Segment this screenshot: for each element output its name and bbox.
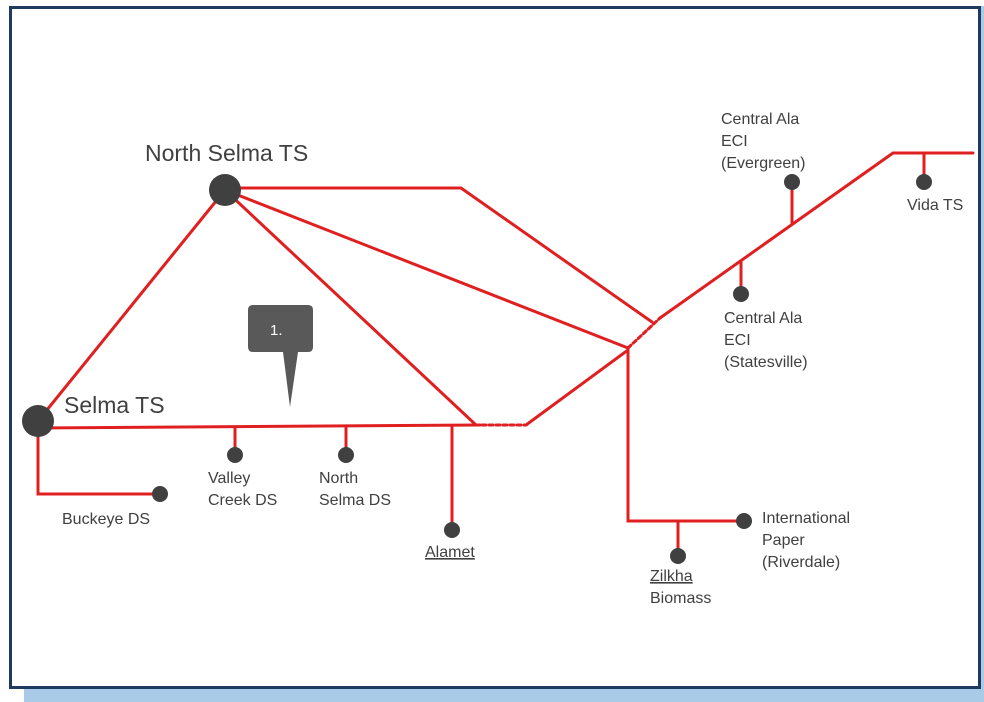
label-evergreen-line1: Central Ala [721, 111, 799, 128]
label-statesville-line1: Central Ala [724, 310, 802, 327]
node-north-selma-ds [338, 447, 354, 463]
callout-bubble[interactable] [248, 305, 313, 407]
frame-shadow-right [981, 6, 984, 702]
callout-1[interactable]: 1. [248, 305, 313, 407]
nodes [22, 174, 932, 564]
line-north-selma-junction [223, 188, 630, 350]
label-zilkha-line1: Zilkha [650, 568, 693, 585]
line-bus-to-junction [524, 348, 630, 427]
node-selma-ts [22, 405, 54, 437]
label-zilkha-line2: Biomass [650, 590, 711, 607]
callout-label: 1. [270, 322, 283, 339]
line-junction-vida [658, 151, 975, 320]
node-zilkha-biomass [670, 548, 686, 564]
node-central-ala-evergreen [784, 174, 800, 190]
label-intl-paper-line2: Paper [762, 532, 805, 549]
node-vida-ts [916, 174, 932, 190]
line-junction-dotted [626, 316, 662, 350]
label-north-selma-ts: North Selma TS [145, 140, 308, 166]
node-central-ala-statesville [733, 286, 749, 302]
label-north-selma-ds-line1: North [319, 470, 358, 487]
label-selma-ts: Selma TS [64, 392, 165, 418]
label-valley-creek-line2: Creek DS [208, 492, 277, 509]
node-alamet [444, 522, 460, 538]
label-intl-paper-line1: International [762, 510, 850, 527]
label-valley-creek-line1: Valley [208, 470, 250, 487]
label-intl-paper-line3: (Riverdale) [762, 554, 840, 571]
node-international-paper [736, 513, 752, 529]
label-statesville-line2: ECI [724, 332, 751, 349]
node-north-selma-ts [209, 174, 241, 206]
label-evergreen-line3: (Evergreen) [721, 155, 805, 172]
line-junction-riverdale [626, 346, 746, 523]
label-north-selma-ds-line2: Selma DS [319, 492, 391, 509]
diagram-frame [9, 6, 981, 689]
node-buckeye-ds [152, 486, 168, 502]
line-north-selma-bus [223, 188, 478, 427]
line-north-selma-top [223, 186, 654, 324]
label-alamet: Alamet [425, 544, 475, 561]
label-evergreen-line2: ECI [721, 133, 748, 150]
node-valley-creek-ds [227, 447, 243, 463]
transmission-lines [36, 151, 975, 557]
label-buckeye-ds: Buckeye DS [62, 511, 150, 528]
label-statesville-line3: (Statesville) [724, 354, 808, 371]
line-selma-east-bus [36, 423, 482, 430]
frame-shadow-bottom [24, 689, 984, 702]
line-selma-north-selma [36, 188, 227, 423]
label-vida-ts: Vida TS [907, 197, 963, 214]
line-selma-buckeye [36, 426, 162, 496]
labels: North Selma TS Selma TS Buckeye DS Valle… [62, 111, 963, 607]
